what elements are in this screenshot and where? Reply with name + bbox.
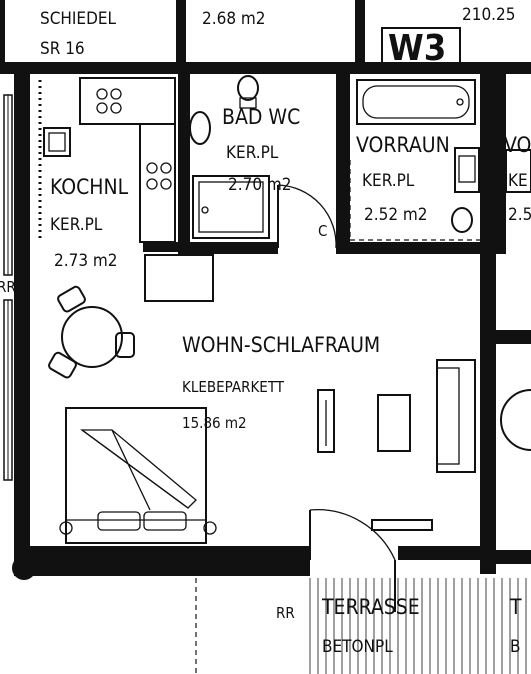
hall-fixtures — [349, 79, 480, 241]
living-floor: KLEBEPARKETT — [182, 378, 285, 396]
terrace-next-floor: B — [510, 637, 521, 657]
rr-left: RR — [0, 278, 16, 296]
walls — [0, 0, 531, 580]
left-window — [3, 94, 13, 481]
terrace-name: TERRASSE — [321, 595, 420, 619]
neighbor-name: SCHIEDEL — [40, 9, 117, 29]
next-room-area: 2.5 — [508, 205, 531, 225]
sofa-and-table — [317, 359, 476, 531]
dining-set — [48, 285, 135, 379]
next-room-floor: KE — [508, 171, 528, 191]
neighbor-fixtures — [500, 149, 531, 451]
hall-name: VORRAUN — [356, 133, 450, 157]
neighbor-area: 2.68 m2 — [202, 9, 266, 29]
terrace-hatch — [195, 578, 527, 674]
bath-area: 2.70 m2 — [228, 175, 292, 195]
rr-bottom: RR — [276, 604, 295, 622]
bath-fixtures — [184, 75, 270, 239]
kitchen-floor: KER.PL — [50, 215, 103, 235]
hall-floor: KER.PL — [362, 171, 415, 191]
bath-name: BAD WC — [222, 105, 300, 129]
unit-label: W3 — [388, 28, 446, 69]
next-room-name: VO — [504, 133, 531, 157]
kitchen-counter — [43, 77, 214, 302]
living-area: 15.86 m2 — [182, 414, 247, 432]
doors — [277, 184, 396, 612]
kitchen-area: 2.73 m2 — [54, 251, 118, 271]
bath-floor: KER.PL — [226, 143, 279, 163]
labels: SCHIEDEL SR 16 2.68 m2 210.25 W3 KOCHNL … — [0, 5, 531, 657]
terrace-floor: BETONPL — [322, 637, 393, 657]
top-right-text: 210.25 — [462, 5, 516, 25]
bed — [59, 407, 217, 544]
living-name: WOHN-SCHLAFRAUM — [182, 333, 380, 357]
hall-area: 2.52 m2 — [364, 205, 428, 225]
kitchen-name: KOCHNL — [50, 175, 129, 199]
neighbor-sub: SR 16 — [40, 39, 85, 59]
door-c-label: C — [318, 222, 327, 240]
terrace-next-name: T — [509, 595, 522, 619]
